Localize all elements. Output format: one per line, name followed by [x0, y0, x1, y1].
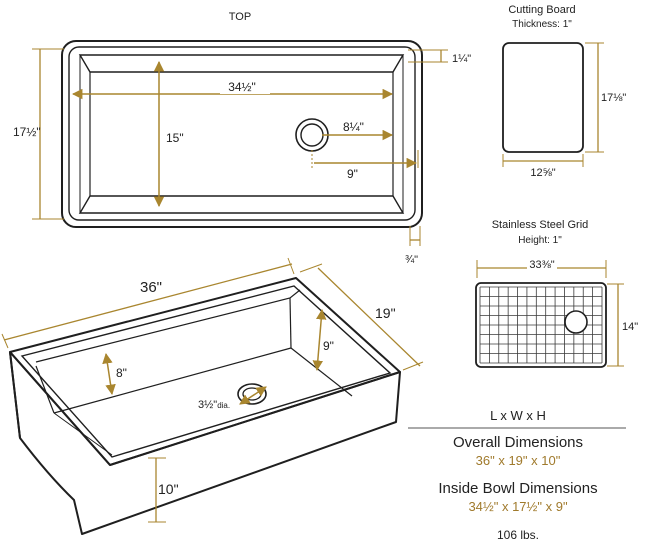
steel-grid: Stainless Steel Grid Height: 1" 33⅜" 14"	[475, 219, 638, 368]
dim-inner-width-label: 15"	[166, 131, 184, 145]
top-ledge-bottom	[78, 195, 405, 214]
dim-iso-apron-label: 10"	[158, 481, 179, 497]
iso-back-wall-edge	[289, 297, 292, 349]
specs-inside-label: Inside Bowl Dimensions	[438, 480, 597, 497]
top-outer-rim	[61, 40, 423, 228]
specs-lwh: L x W x H	[490, 408, 546, 423]
cutting-board-title: Cutting Board	[508, 4, 575, 16]
dim-rim-bottom-label: ¾"	[405, 254, 418, 266]
specs-weight: 106 lbs.	[497, 528, 539, 542]
dim-rim-top-label: 1¼"	[452, 53, 471, 65]
iso-view: 36" 19" 8" 9" 3½"dia. 10"	[1, 257, 424, 535]
top-view: TOP 17½" 1¼" 34½" 15" 8¼"	[13, 11, 471, 266]
grid-wires	[479, 286, 603, 364]
dim-iso-length-line	[3, 263, 293, 341]
dim-iso-bowl-left-line	[102, 352, 116, 396]
grid-drain-hole	[564, 310, 588, 334]
grid-width-label: 33⅜"	[529, 259, 554, 271]
cutting-board-thickness: Thickness: 1"	[512, 19, 572, 30]
iso-apron-left	[9, 351, 21, 439]
dim-iso-length-ext-left	[1, 333, 9, 349]
dim-drain-offset-label: 8¼"	[343, 120, 364, 134]
dim-iso-length-ext-right	[287, 257, 295, 275]
dim-iso-depth-ext-bottom	[402, 361, 424, 371]
iso-right-wall-floor	[290, 347, 353, 397]
grid-frame	[475, 282, 607, 368]
dim-iso-drain-line	[239, 386, 267, 405]
dim-iso-length-label: 36"	[140, 279, 162, 296]
iso-rim-inner	[20, 285, 392, 458]
iso-apron-front	[9, 351, 401, 535]
top-ledge-top	[78, 54, 405, 73]
iso-drain-outer	[237, 383, 267, 405]
iso-apron-corner	[82, 465, 110, 534]
dim-iso-depth-label: 19"	[375, 305, 396, 321]
specs-overall-label: Overall Dimensions	[453, 434, 583, 451]
dim-iso-depth-line	[317, 267, 421, 367]
dim-iso-bowl-right-label: 9"	[323, 339, 334, 353]
specs-overall-value: 36" x 19" x 10"	[476, 453, 561, 468]
cutting-board: Cutting Board Thickness: 1" 17⅛" 12⅝"	[502, 4, 626, 179]
dim-iso-bowl-left-label: 8"	[116, 366, 127, 380]
dim-overall-width-label: 17½"	[13, 125, 41, 139]
dim-inner-length-label: 34½"	[228, 80, 256, 94]
cb-width-label: 12⅝"	[530, 167, 555, 179]
dim-iso-drain-label: 3½"dia.	[198, 399, 230, 411]
top-view-title: TOP	[229, 11, 251, 23]
cutting-board-shape	[502, 42, 584, 153]
grid-height-label: Height: 1"	[518, 235, 562, 246]
top-inner-rim	[68, 46, 416, 221]
dim-iso-bowl-right-line	[312, 308, 327, 372]
specs: L x W x H Overall Dimensions 36" x 19" x…	[408, 408, 626, 542]
iso-left-wall-edge	[35, 365, 55, 414]
dim-drain-offset2-label: 9"	[347, 167, 358, 181]
grid-title: Stainless Steel Grid	[492, 219, 589, 231]
cb-height-label: 17⅛"	[601, 92, 626, 104]
specs-inside-value: 34½" x 17½" x 9"	[468, 499, 568, 514]
grid-depth-label: 14"	[622, 321, 638, 333]
iso-floor-back	[53, 347, 292, 414]
dim-iso-depth-ext-top	[299, 263, 323, 273]
